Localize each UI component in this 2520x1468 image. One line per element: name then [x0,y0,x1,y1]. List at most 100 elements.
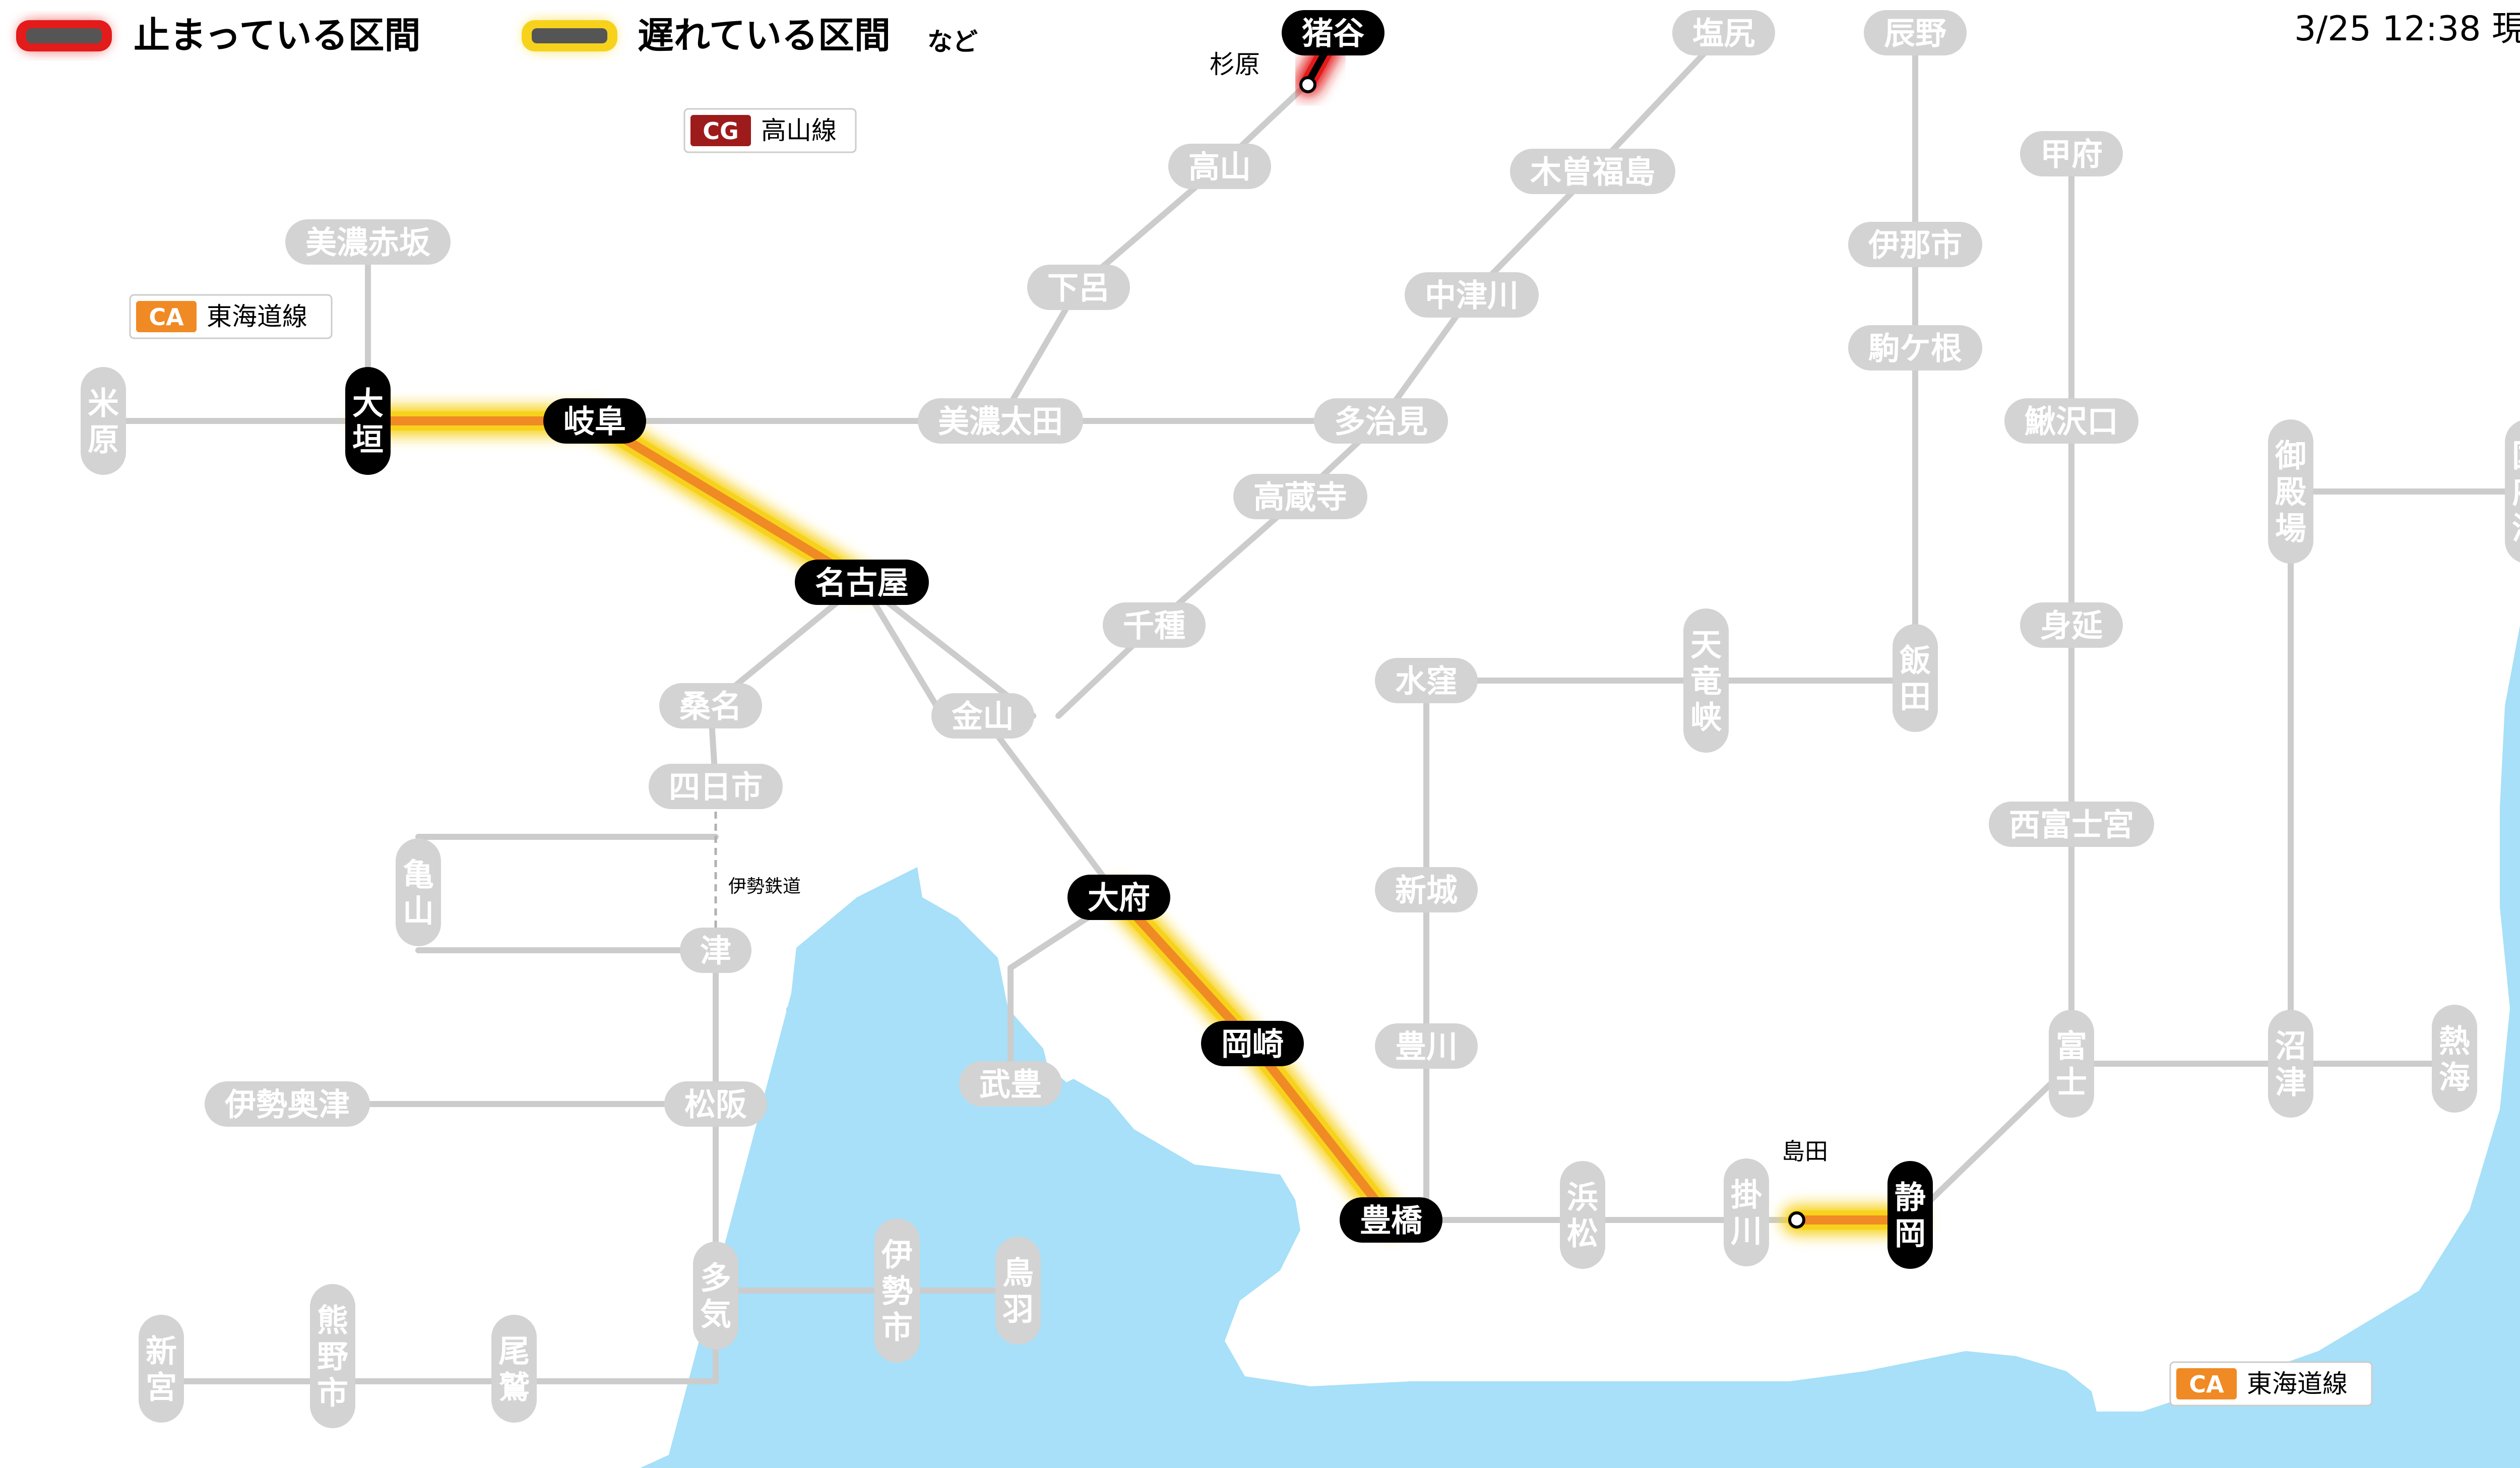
station-label: 多治見 [1334,403,1428,440]
station-label: 亀山 [403,856,434,929]
station-mizunami[interactable]: 水窪 [1375,658,1478,703]
line-code-cg: CG [703,117,739,145]
station-label: 大垣 [352,385,384,458]
shimada-label: 島田 [1782,1138,1828,1165]
legend-stopped-label: 止まっている区間 [134,14,421,56]
line-label-takayama[interactable]: CG 高山線 [683,108,857,153]
station-atami[interactable]: 熱海 [2432,1005,2477,1113]
station-iseshi[interactable]: 伊勢市 [874,1218,920,1363]
station-chikusa[interactable]: 千種 [1103,602,1206,648]
station-label: 飯田 [1900,642,1931,715]
station-toba[interactable]: 鳥羽 [995,1237,1041,1344]
station-kumanoshi[interactable]: 熊野市 [310,1284,355,1428]
station-label: 辰野 [1884,15,1946,51]
station-kanayama[interactable]: 金山 [931,693,1034,739]
station-toyohashi[interactable]: 豊橋 [1340,1197,1442,1243]
station-fuji[interactable]: 富士 [2049,1010,2094,1118]
legend-stopped: 止まっている区間 [16,14,421,56]
station-kozu[interactable]: 国府津 [2505,419,2520,564]
station-label: 木曽福島 [1530,153,1655,190]
station-label: 岡崎 [1221,1025,1284,1062]
station-label: 猪谷 [1302,15,1364,51]
station-tenryukyo[interactable]: 天竜峡 [1683,608,1729,753]
station-taki[interactable]: 多気 [693,1242,738,1350]
station-tsu[interactable]: 津 [680,928,751,973]
station-minoota[interactable]: 美濃太田 [918,398,1083,444]
station-gotemba[interactable]: 御殿場 [2268,419,2313,564]
station-shizuoka[interactable]: 静岡 [1887,1161,1933,1269]
station-kofu[interactable]: 甲府 [2020,131,2123,176]
station-nishifujinomiya[interactable]: 西富士宮 [1989,802,2154,847]
station-label: 塩尻 [1692,15,1755,51]
station-label: 米原 [88,385,119,458]
station-label: 豊川 [1395,1028,1458,1065]
station-yokkaichi[interactable]: 四日市 [649,764,783,809]
station-kajikazawaguchi[interactable]: 鰍沢口 [2004,398,2138,444]
line-code-ca-east: CA [2189,1371,2224,1398]
station-label: 高蔵寺 [1253,478,1347,515]
station-toyokawa[interactable]: 豊川 [1375,1023,1478,1069]
station-maibara[interactable]: 米原 [81,367,126,475]
station-komagane[interactable]: 駒ケ根 [1848,325,1982,371]
station-inashi[interactable]: 伊那市 [1848,222,1982,267]
station-label: 高山 [1188,148,1251,185]
station-kisofukushima[interactable]: 木曽福島 [1510,149,1675,194]
station-gifu[interactable]: 岐阜 [543,398,646,444]
station-numazu[interactable]: 沼津 [2268,1010,2313,1118]
station-okazaki[interactable]: 岡崎 [1201,1021,1304,1066]
station-tajimi[interactable]: 多治見 [1314,398,1448,444]
station-label: 下呂 [1047,269,1110,306]
sugihara-dot [1299,76,1316,93]
station-nagoya[interactable]: 名古屋 [795,560,929,605]
station-shinshiro[interactable]: 新城 [1375,867,1478,912]
station-label: 四日市 [669,768,763,805]
station-label: 新宮 [146,1332,177,1405]
station-label: 岐阜 [563,403,626,440]
line-label-tokaido-east[interactable]: CA 東海道線 [2169,1361,2373,1406]
line-label-tokaido-west[interactable]: CA 東海道線 [129,294,333,339]
station-label: 伊勢市 [881,1236,913,1345]
station-label: 武豊 [979,1066,1042,1103]
legend-delayed: 遅れている区間 など [522,14,978,56]
station-label: 水窪 [1395,662,1458,699]
station-gero[interactable]: 下呂 [1027,265,1130,310]
station-kakegawa[interactable]: 掛川 [1724,1158,1769,1266]
station-nakatsugawa[interactable]: 中津川 [1405,272,1539,318]
station-hamamatsu[interactable]: 浜松 [1560,1161,1605,1269]
station-shingu[interactable]: 新宮 [139,1315,184,1423]
station-label: 西富士宮 [2009,806,2134,843]
ise-bay [640,625,2520,1468]
station-label: 国府津 [2512,437,2520,546]
station-obu[interactable]: 大府 [1067,875,1170,920]
station-label: 天竜峡 [1690,626,1722,736]
station-iida[interactable]: 飯田 [1893,624,1938,732]
station-label: 御殿場 [2275,437,2306,546]
station-ogaki[interactable]: 大垣 [345,367,391,475]
station-label: 名古屋 [815,564,909,601]
station-takayama[interactable]: 高山 [1168,144,1271,189]
line-name-takayama: 高山線 [761,116,837,145]
station-iseokitsu[interactable]: 伊勢奥津 [205,1081,370,1127]
station-taketoyo[interactable]: 武豊 [959,1061,1062,1107]
station-tatsuno[interactable]: 辰野 [1864,10,1967,55]
station-label: 千種 [1123,607,1185,644]
station-owase[interactable]: 尾鷲 [491,1315,537,1423]
shimada-dot [1788,1211,1805,1229]
station-minoakasaka[interactable]: 美濃赤坂 [285,219,451,265]
tracks [100,30,2520,1384]
station-shiojiri[interactable]: 塩尻 [1672,10,1775,55]
station-label: 美濃赤坂 [305,224,430,261]
station-matsusaka[interactable]: 松阪 [664,1081,767,1127]
station-label: 松阪 [684,1086,747,1123]
mikawa-bay [786,897,1074,1311]
station-label: 新城 [1395,872,1458,908]
station-kameyama[interactable]: 亀山 [396,838,441,946]
station-kozoji[interactable]: 高蔵寺 [1233,474,1367,519]
station-minobu[interactable]: 身延 [2020,602,2123,648]
legend-delayed-label: 遅れている区間 [638,14,891,56]
station-inotani[interactable]: 猪谷 [1282,10,1384,55]
station-label: 静岡 [1895,1179,1926,1252]
station-label: 沼津 [2275,1027,2306,1100]
station-kuwana[interactable]: 桑名 [659,683,762,728]
